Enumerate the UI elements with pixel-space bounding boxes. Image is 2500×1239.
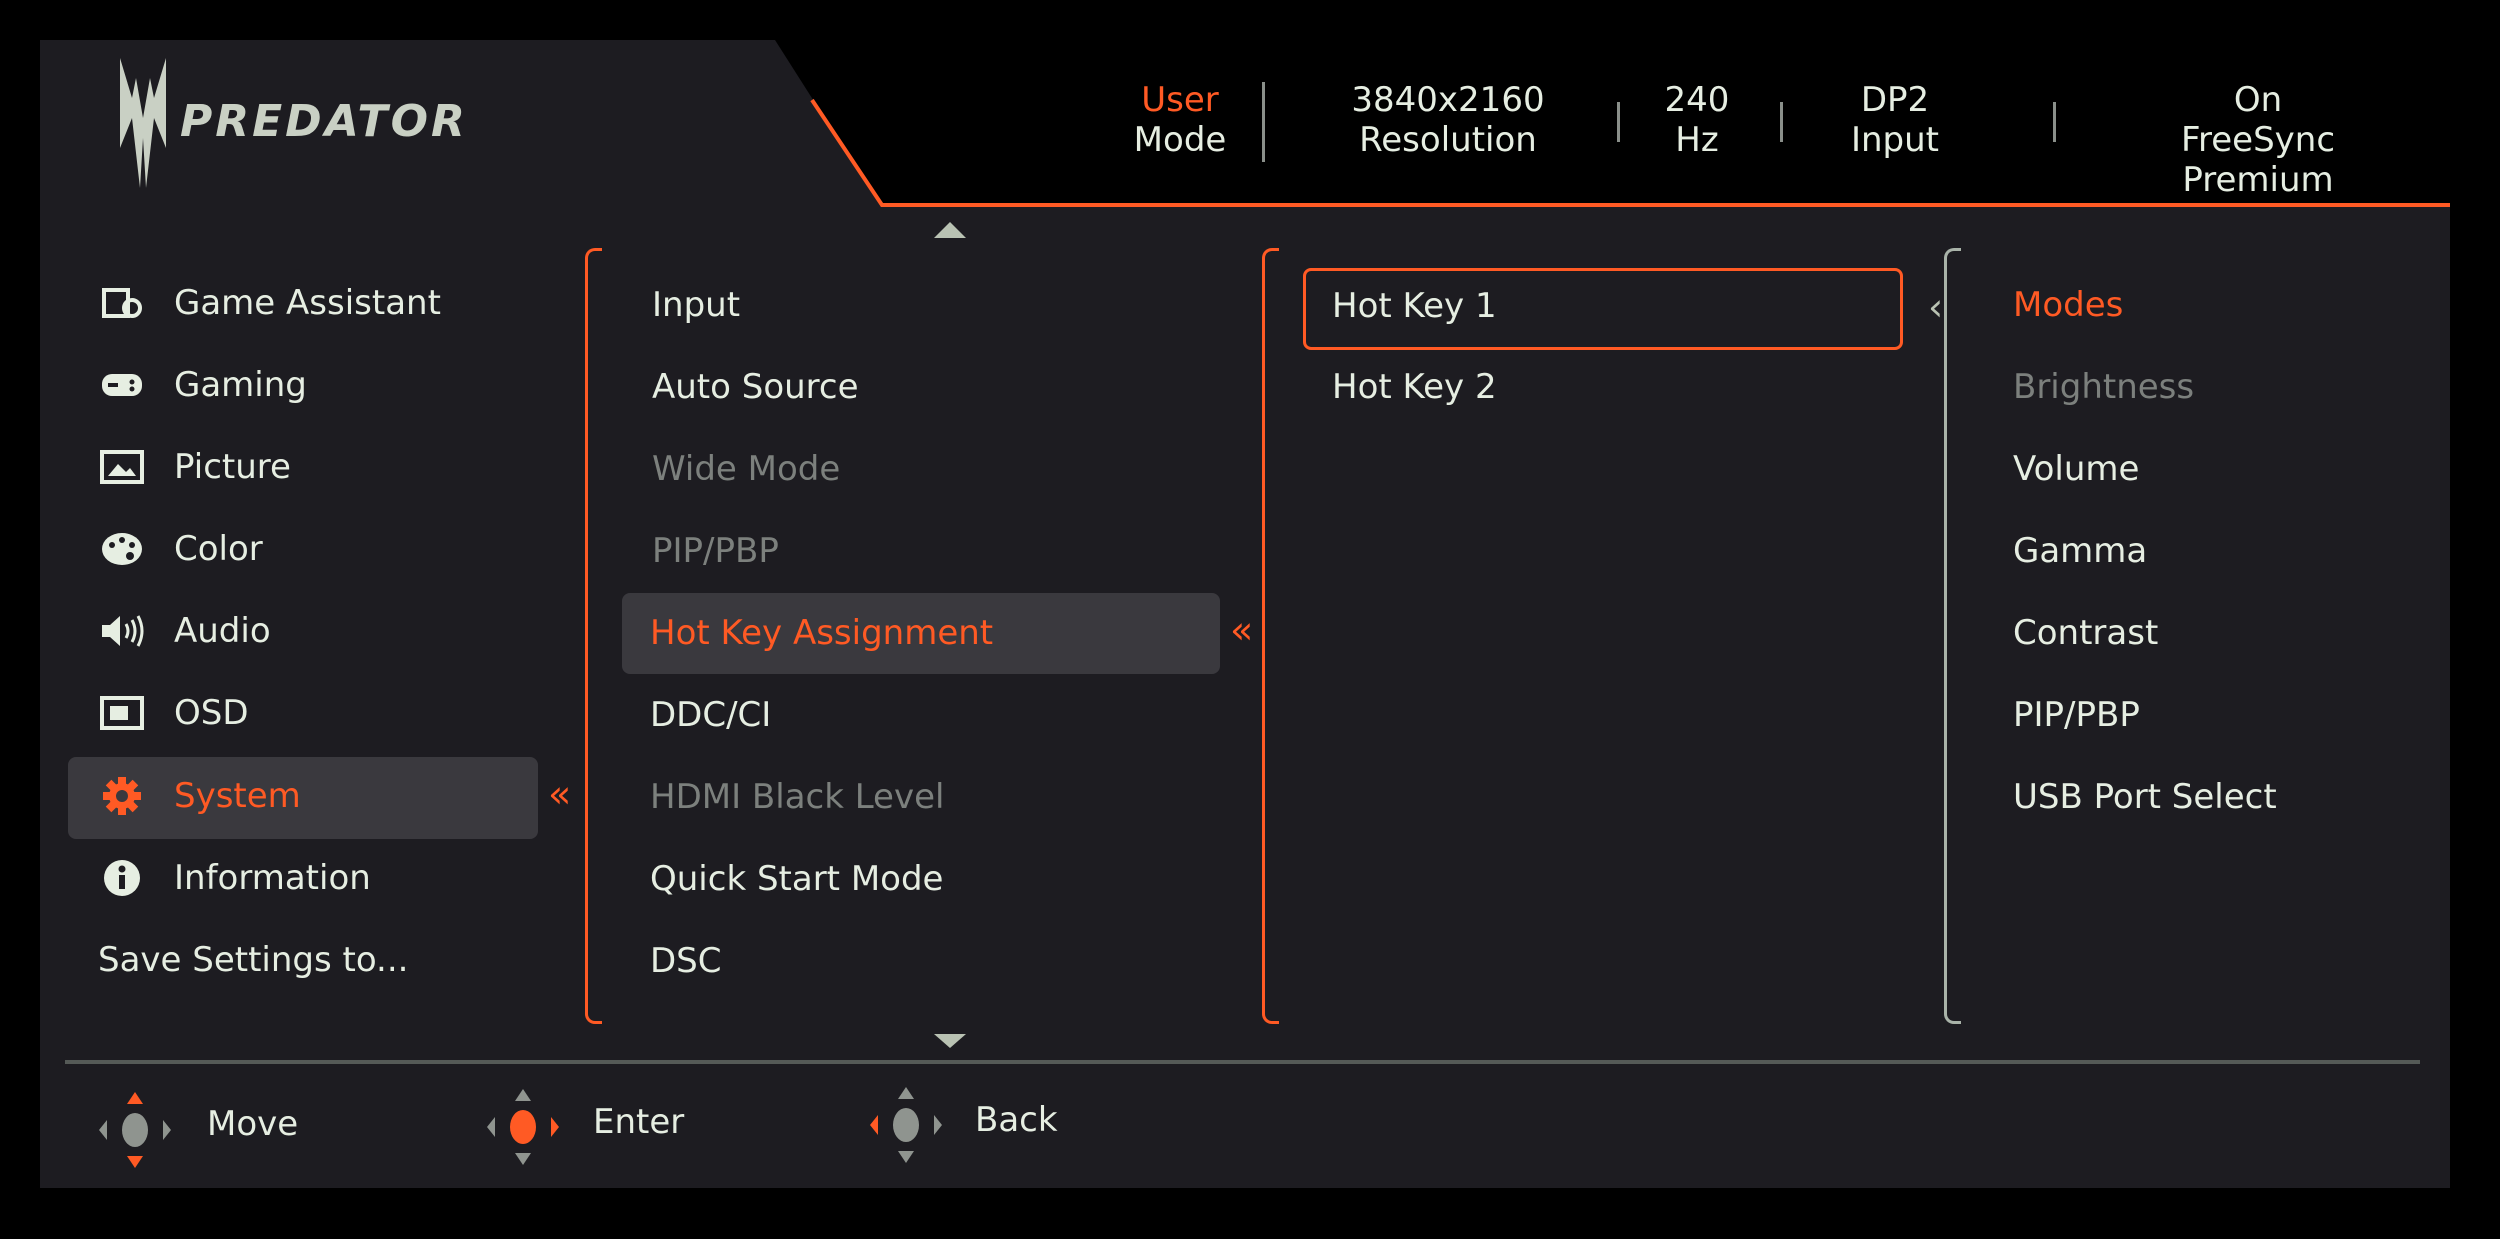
selected-highlight (68, 757, 538, 839)
label: Gaming (174, 365, 307, 405)
submenu-item-pip-pbp: PIP/PBP (652, 531, 779, 571)
hot-key-2[interactable]: Hot Key 2 (1332, 367, 1497, 407)
joystick-enter-icon (487, 1089, 559, 1165)
menu-item-picture[interactable]: Picture (100, 427, 291, 507)
joystick-move-icon (99, 1092, 171, 1168)
submenu-item-hot-key-assignment[interactable]: Hot Key Assignment (650, 613, 994, 653)
option-gamma[interactable]: Gamma (2013, 531, 2148, 571)
label: System (174, 776, 301, 816)
footer-divider (65, 1060, 2420, 1064)
footer-move-label: Move (207, 1104, 299, 1144)
menu-item-system[interactable]: System (100, 756, 301, 836)
divider (1617, 102, 1620, 142)
predator-logo: PREDATOR (118, 58, 468, 190)
label: Picture (174, 447, 291, 487)
label: Information (174, 858, 371, 898)
selected-highlight (622, 593, 1220, 674)
menu-item-gaming[interactable]: Gaming (100, 345, 307, 425)
footer-enter-label: Enter (593, 1102, 685, 1142)
submenu-item-auto-source[interactable]: Auto Source (652, 367, 859, 407)
bracket (585, 248, 602, 1024)
joystick-back-icon (870, 1087, 942, 1163)
info-icon (100, 858, 144, 898)
option-pip-pbp[interactable]: PIP/PBP (2013, 695, 2140, 735)
gamepad-icon (100, 365, 144, 405)
option-contrast[interactable]: Contrast (2013, 613, 2159, 653)
option-modes[interactable]: Modes (2013, 285, 2124, 325)
picture-icon (100, 447, 144, 487)
scroll-up-icon (934, 222, 966, 238)
osd-panel (40, 40, 2450, 1188)
divider (1780, 102, 1783, 142)
menu-item-osd[interactable]: OSD (100, 673, 249, 753)
bracket (1262, 248, 1279, 1024)
submenu-item-dsc[interactable]: DSC (650, 941, 722, 981)
chevron-left-icon: « (1230, 608, 1254, 652)
chevron-left-icon: ‹ (1928, 285, 1944, 329)
label: Color (174, 529, 263, 569)
predator-logo-icon (120, 58, 166, 188)
osd-icon (100, 693, 144, 733)
label: OSD (174, 693, 249, 733)
gear-icon (100, 776, 144, 816)
menu-item-game-assistant[interactable]: Game Assistant (100, 263, 441, 343)
option-usb-port-select[interactable]: USB Port Select (2013, 777, 2277, 817)
divider (2053, 102, 2056, 142)
menu-item-save-settings[interactable]: Save Settings to... (98, 920, 408, 1000)
submenu-item-quick-start-mode[interactable]: Quick Start Mode (650, 859, 944, 899)
label: Game Assistant (174, 283, 441, 323)
submenu-item-input[interactable]: Input (652, 285, 741, 325)
header-accent-line (810, 98, 2450, 238)
label: Save Settings to... (98, 940, 409, 980)
submenu-item-ddc-ci[interactable]: DDC/CI (650, 695, 772, 735)
chevron-left-icon: « (548, 772, 572, 816)
scroll-down-icon[interactable] (930, 1032, 970, 1052)
hot-key-1[interactable]: Hot Key 1 (1332, 286, 1497, 326)
game-assistant-icon (100, 283, 144, 323)
logo-text: PREDATOR (180, 95, 468, 147)
label: Audio (174, 611, 271, 651)
palette-icon (100, 529, 144, 569)
footer-back-label: Back (975, 1100, 1058, 1140)
menu-item-color[interactable]: Color (100, 509, 263, 589)
submenu-item-wide-mode: Wide Mode (652, 449, 841, 489)
bracket (1944, 248, 1961, 1024)
menu-item-audio[interactable]: Audio (100, 591, 271, 671)
submenu-item-hdmi-black-level: HDMI Black Level (650, 777, 945, 817)
option-brightness: Brightness (2013, 367, 2195, 407)
menu-item-information[interactable]: Information (100, 838, 371, 918)
speaker-icon (100, 611, 144, 651)
hot-key-1-selection (1303, 268, 1903, 350)
divider (1262, 82, 1265, 162)
option-volume[interactable]: Volume (2013, 449, 2140, 489)
